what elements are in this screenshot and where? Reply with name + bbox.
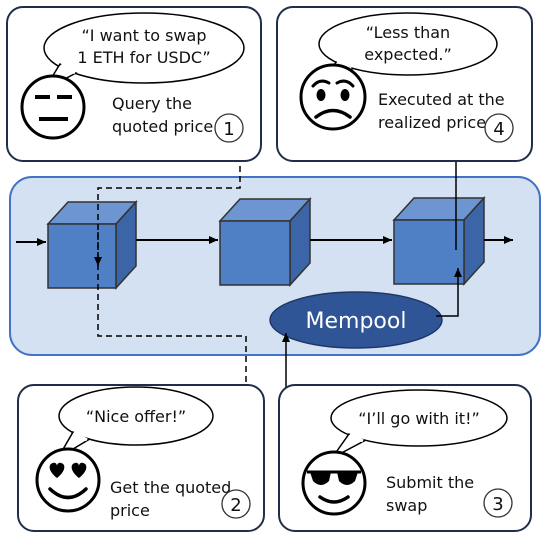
panel-submit-caption-line-1: Submit the — [386, 473, 474, 492]
panel-query-caption-line-1: Query the — [112, 94, 192, 113]
panel-executed-caption-line-1: Executed at the — [378, 90, 505, 109]
panel-query-caption-line-2: quoted price — [112, 117, 213, 136]
step-badge-1 — [214, 113, 244, 143]
worried-face-icon — [299, 63, 367, 131]
panel-submit-speech-bubble — [330, 389, 508, 447]
step-badge-3-number: 3 — [492, 494, 503, 515]
panel-query-speech-line-1: “I want to swap — [81, 26, 206, 45]
panel-executed: “Less than expected.” Executed at the re… — [276, 6, 533, 162]
block-2 — [218, 197, 312, 287]
panel-submit-speech-line-1: “I’ll go with it!” — [358, 409, 480, 428]
step-badge-1-number: 1 — [223, 119, 234, 140]
block-3-front — [393, 219, 465, 285]
panel-get-quote-speech-line-1: “Nice offer!” — [86, 407, 186, 426]
block-1 — [46, 200, 138, 290]
panel-executed-speech-line-1: “Less than — [366, 23, 450, 42]
panel-get-quote-caption-line-2: price — [110, 501, 150, 520]
block-2-front — [219, 220, 291, 286]
mempool-label: Mempool — [306, 309, 407, 334]
step-badge-4-number: 4 — [493, 119, 504, 140]
mempool-ellipse — [269, 291, 443, 349]
step-badge-3 — [483, 488, 513, 518]
panel-query-speech-bubble — [43, 12, 245, 84]
neutral-face-icon — [20, 74, 86, 140]
panel-executed-speech-line-2: expected.” — [364, 45, 451, 64]
panel-get-quote-caption-line-1: Get the quoted — [110, 478, 231, 497]
panel-get-quote: “Nice offer!” Get the quoted price 2 — [17, 384, 265, 532]
block-1-front — [47, 223, 117, 289]
step-badge-2-number: 2 — [230, 495, 241, 516]
panel-executed-speech-bubble — [318, 12, 498, 76]
panel-get-quote-speech-bubble — [58, 386, 214, 446]
panel-query: “I want to swap 1 ETH for USDC” Query th… — [6, 6, 262, 162]
step-badge-2 — [221, 489, 251, 519]
heart-eyes-face-icon — [35, 447, 101, 513]
panel-submit: “I’ll go with it!” Submit the swap 3 — [278, 384, 532, 532]
step-badge-4 — [484, 113, 514, 143]
mempool-to-block-arrow — [436, 268, 462, 317]
panel-submit-caption-line-2: swap — [386, 496, 427, 515]
sunglasses-face-icon — [301, 450, 367, 516]
panel-executed-caption-line-2: realized price — [378, 113, 486, 132]
panel-query-speech-line-2: 1 ETH for USDC” — [77, 48, 210, 67]
mempool: Mempool — [269, 291, 443, 349]
quote-path-dashed-arrow — [97, 136, 250, 466]
block-3 — [392, 196, 486, 286]
